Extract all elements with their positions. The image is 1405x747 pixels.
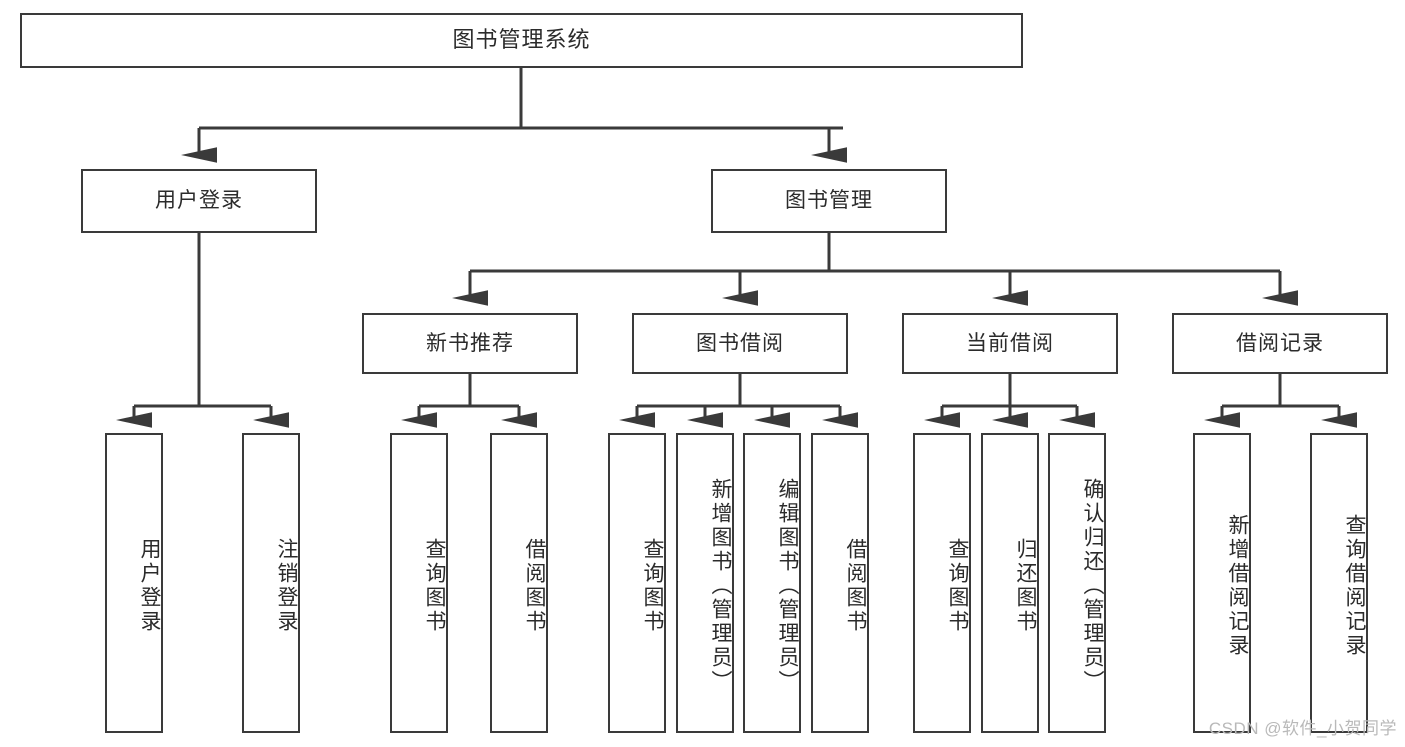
node-leaf-return-book[interactable]: 归还图书	[981, 433, 1039, 733]
node-label: 借阅记录	[1236, 331, 1324, 355]
node-leaf-logout-login[interactable]: 注销登录	[242, 433, 300, 733]
node-label: 编辑图书（管理员）	[776, 478, 799, 694]
node-book-manage[interactable]: 图书管理	[711, 169, 947, 233]
node-label: 借阅图书	[844, 538, 867, 634]
node-borrow-record[interactable]: 借阅记录	[1172, 313, 1388, 374]
node-label: 新书推荐	[426, 331, 514, 355]
node-leaf-borrow-book-2[interactable]: 借阅图书	[811, 433, 869, 733]
node-new-book-recommend[interactable]: 新书推荐	[362, 313, 578, 374]
node-label: 当前借阅	[966, 331, 1054, 355]
node-label: 确认归还（管理员）	[1081, 478, 1104, 694]
node-label: 注销登录	[275, 538, 298, 634]
node-label: 归还图书	[1014, 538, 1037, 634]
node-leaf-user-login[interactable]: 用户登录	[105, 433, 163, 733]
node-label: 图书管理系统	[452, 27, 591, 53]
node-user-login[interactable]: 用户登录	[81, 169, 317, 233]
node-leaf-borrow-book-1[interactable]: 借阅图书	[490, 433, 548, 733]
node-leaf-add-record[interactable]: 新增借阅记录	[1193, 433, 1251, 733]
node-leaf-query-book-3[interactable]: 查询图书	[913, 433, 971, 733]
node-label: 查询借阅记录	[1343, 514, 1366, 658]
watermark: CSDN @软件_小贺同学	[1208, 719, 1397, 738]
node-leaf-confirm-return[interactable]: 确认归还（管理员）	[1048, 433, 1106, 733]
node-label: 查询图书	[423, 538, 446, 634]
node-label: 用户登录	[138, 538, 161, 634]
node-label: 查询图书	[946, 538, 969, 634]
node-label: 借阅图书	[523, 538, 546, 634]
node-leaf-query-book-1[interactable]: 查询图书	[390, 433, 448, 733]
node-leaf-query-book-2[interactable]: 查询图书	[608, 433, 666, 733]
node-leaf-add-book[interactable]: 新增图书（管理员）	[676, 433, 734, 733]
node-leaf-query-record[interactable]: 查询借阅记录	[1310, 433, 1368, 733]
node-book-borrow[interactable]: 图书借阅	[632, 313, 848, 374]
node-current-borrow[interactable]: 当前借阅	[902, 313, 1118, 374]
node-label: 图书借阅	[696, 331, 784, 355]
node-label: 查询图书	[641, 538, 664, 634]
node-leaf-edit-book[interactable]: 编辑图书（管理员）	[743, 433, 801, 733]
node-root-book-management-system[interactable]: 图书管理系统	[20, 13, 1023, 68]
node-label: 图书管理	[785, 189, 873, 213]
node-label: 新增图书（管理员）	[709, 478, 732, 694]
node-label: 用户登录	[155, 189, 243, 213]
node-label: 新增借阅记录	[1226, 514, 1249, 658]
